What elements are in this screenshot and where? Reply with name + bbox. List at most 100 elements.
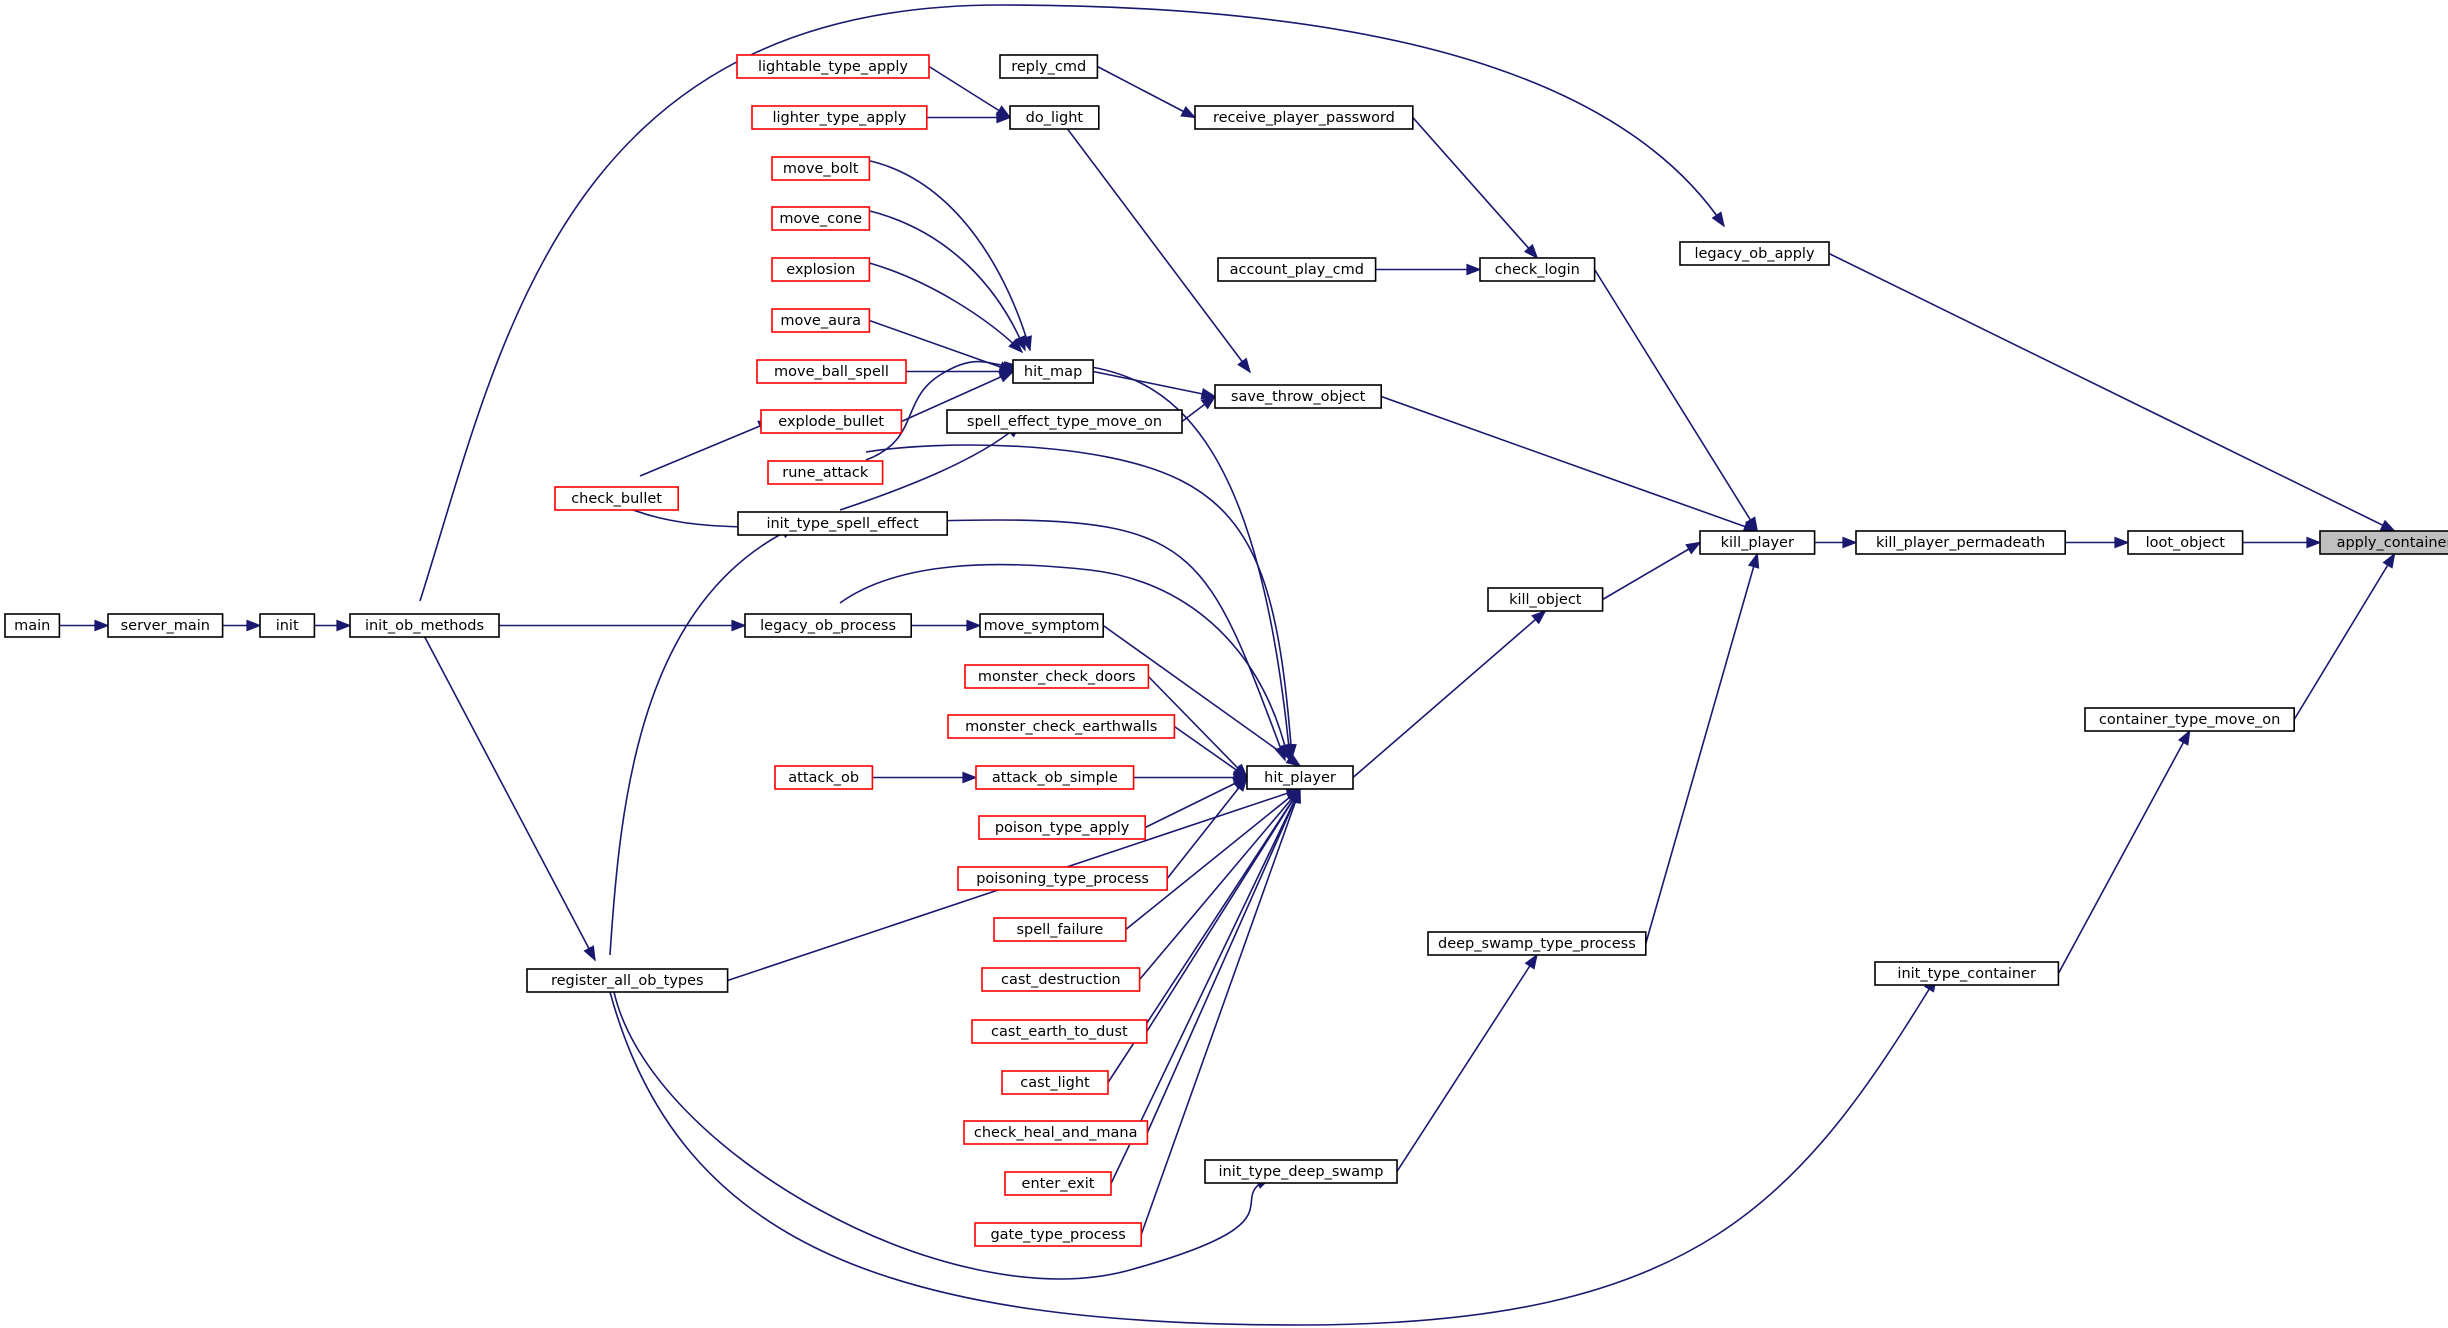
edge-explosion-to-hit_map [865, 261, 1023, 353]
node-poison_type_apply: poison_type_apply [978, 815, 1146, 840]
node-init_type_container[interactable]: init_type_container [1874, 961, 2060, 986]
node-label: monster_check_earthwalls [965, 719, 1157, 735]
node-move_ball_spell: move_ball_spell [756, 359, 907, 384]
node-label: server_main [121, 618, 210, 634]
edge-rune_attack-to-hit_map [865, 360, 1019, 461]
node-check_login[interactable]: check_login [1479, 257, 1596, 282]
edge-monster_check_earthwalls-to-hit_player [1173, 725, 1248, 779]
node-account_play_cmd[interactable]: account_play_cmd [1217, 257, 1377, 282]
node-register_all_ob_types[interactable]: register_all_ob_types [526, 968, 729, 993]
node-receive_player_password[interactable]: receive_player_password [1194, 105, 1414, 130]
node-cast_light: cast_light [1001, 1070, 1109, 1095]
node-do_light[interactable]: do_light [1009, 105, 1100, 130]
node-label: legacy_ob_process [760, 618, 896, 634]
node-box [1246, 765, 1354, 790]
arrowhead-server_main [94, 619, 110, 632]
node-init_type_deep_swamp[interactable]: init_type_deep_swamp [1204, 1159, 1398, 1184]
node-label: gate_type_process [990, 1227, 1125, 1243]
node-move_symptom[interactable]: move_symptom [979, 613, 1104, 638]
edge-check_bullet-to-hit_player [609, 499, 1286, 761]
node-cast_destruction: cast_destruction [981, 967, 1141, 992]
node-label: reply_cmd [1011, 59, 1086, 75]
node-save_throw_object[interactable]: save_throw_object [1214, 384, 1382, 409]
node-box [736, 54, 930, 79]
edge-receive_player_password-to-check_login [1412, 116, 1538, 259]
arrowhead-hit_map [998, 370, 1015, 383]
edge-legacy_ob_apply-to-apply_container [1828, 252, 2395, 532]
edge-do_light-to-save_throw_object [1059, 118, 1251, 373]
node-rune_attack: rune_attack [767, 460, 884, 485]
node-label: rune_attack [782, 465, 869, 481]
node-box [1004, 1171, 1112, 1196]
node-apply_container[interactable]: apply_container [2319, 530, 2448, 555]
arrowhead-save_throw_object [1237, 357, 1252, 374]
node-deep_swamp_type_process[interactable]: deep_swamp_type_process [1427, 931, 1647, 956]
node-label: hit_map [1024, 364, 1082, 380]
node-box [526, 968, 729, 993]
node-reply_cmd[interactable]: reply_cmd [999, 54, 1099, 79]
node-kill_player_permadeath[interactable]: kill_player_permadeath [1855, 530, 2066, 555]
node-label: move_ball_spell [774, 364, 889, 380]
arrowhead-check_login [1523, 243, 1539, 260]
arrowhead-check_login [1466, 263, 1482, 276]
node-init_ob_methods[interactable]: init_ob_methods [349, 613, 500, 638]
node-kill_object[interactable]: kill_object [1487, 587, 1604, 612]
node-label: init [276, 618, 299, 634]
node-label: apply_container [2337, 535, 2448, 551]
node-box [993, 917, 1127, 942]
arrowhead-kill_player [1747, 552, 1760, 569]
node-spell_effect_type_move_on[interactable]: spell_effect_type_move_on [946, 409, 1183, 434]
node-hit_map[interactable]: hit_map [1012, 359, 1094, 384]
node-box [767, 460, 884, 485]
node-container_type_move_on[interactable]: container_type_move_on [2084, 707, 2295, 732]
edge-init_type_deep_swamp-to-deep_swamp_type_process [1396, 954, 1538, 1172]
node-box [947, 714, 1176, 739]
edge-rune_attack-to-hit_player [865, 444, 1293, 759]
node-server_main[interactable]: server_main [107, 613, 224, 638]
node-label: monster_check_doors [978, 669, 1136, 685]
node-kill_player[interactable]: kill_player [1699, 530, 1816, 555]
arrowhead-hit_player [1233, 776, 1249, 792]
node-box [1009, 105, 1100, 130]
node-label: lightable_type_apply [758, 59, 908, 75]
node-box [760, 409, 903, 434]
node-label: attack_ob_simple [992, 770, 1118, 786]
node-main[interactable]: main [4, 613, 61, 638]
arrowhead-init [246, 619, 262, 632]
edge-enter_exit-to-hit_player [1110, 788, 1301, 1184]
node-box [751, 105, 928, 130]
node-label: main [14, 618, 50, 634]
node-box [1855, 530, 2066, 555]
edge-move_bolt-to-hit_map [865, 159, 1031, 351]
edge-check_bullet-to-explode_bullet [639, 420, 773, 477]
node-enter_exit: enter_exit [1004, 1171, 1112, 1196]
node-label: hit_player [1264, 770, 1336, 786]
node-hit_player[interactable]: hit_player [1246, 765, 1354, 790]
node-box [756, 359, 907, 384]
node-box [771, 206, 871, 231]
node-legacy_ob_apply[interactable]: legacy_ob_apply [1679, 241, 1830, 266]
node-box [1679, 241, 1830, 266]
arrowhead-legacy_ob_apply [1711, 211, 1725, 228]
node-loot_object[interactable]: loot_object [2127, 530, 2244, 555]
node-box [1012, 359, 1094, 384]
arrowhead-hit_player [1285, 753, 1302, 767]
node-box [349, 613, 500, 638]
node-box [1699, 530, 1816, 555]
node-label: kill_object [1509, 592, 1582, 608]
node-label: move_aura [780, 313, 861, 329]
edge-init_type_container-to-container_type_move_on [2057, 730, 2191, 974]
node-legacy_ob_process[interactable]: legacy_ob_process [744, 613, 912, 638]
node-init_type_spell_effect[interactable]: init_type_spell_effect [737, 511, 948, 536]
node-label: init_type_deep_swamp [1219, 1164, 1384, 1180]
arrowhead-hit_player [1279, 743, 1291, 760]
node-lighter_type_apply: lighter_type_apply [751, 105, 928, 130]
edge-legacy_ob_process-to-hit_player [839, 563, 1289, 759]
node-box [774, 765, 874, 790]
node-poisoning_type_process: poisoning_type_process [957, 866, 1168, 891]
node-init[interactable]: init [259, 613, 316, 638]
node-label: cast_light [1020, 1075, 1090, 1091]
edge-check_login-to-kill_player [1593, 269, 1758, 532]
node-check_bullet: check_bullet [554, 486, 679, 511]
